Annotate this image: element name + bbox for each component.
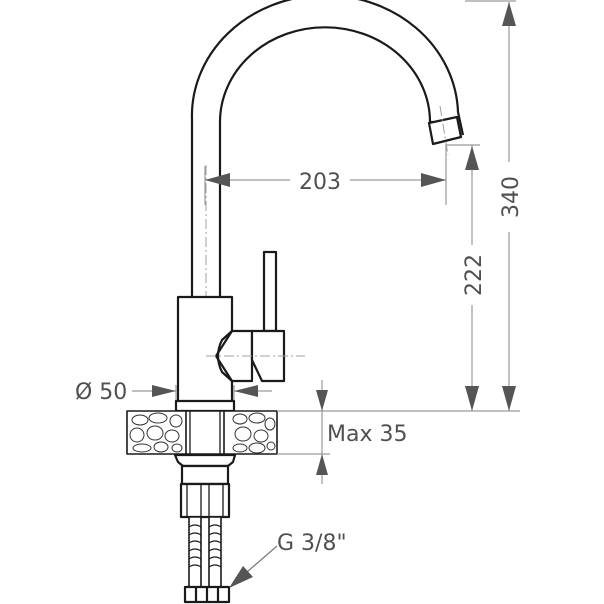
dimension-spout-reach: 203 xyxy=(204,144,447,205)
dimension-total-height: 340 xyxy=(499,2,524,411)
countertop xyxy=(126,410,278,455)
connection-thread-label: G 3/8" xyxy=(277,531,347,556)
leader-connection-thread: G 3/8" xyxy=(229,531,347,588)
dimension-outlet-height: 222 xyxy=(446,144,487,411)
mounting-assembly xyxy=(173,453,237,519)
stone-texture-left xyxy=(129,412,183,453)
dimension-countertop-thickness: Max 35 xyxy=(316,380,407,484)
dimension-base-diameter: Ø 50 xyxy=(75,380,272,405)
lever-handle xyxy=(206,250,305,383)
total-height-label: 340 xyxy=(499,176,524,218)
supply-hoses xyxy=(183,516,231,604)
outlet-height-label: 222 xyxy=(462,254,487,296)
base-diameter-label: Ø 50 xyxy=(75,380,127,405)
countertop-thickness-label: Max 35 xyxy=(327,422,407,447)
spout xyxy=(190,0,465,296)
base-ring xyxy=(174,399,236,413)
aerator xyxy=(427,115,463,146)
spout-reach-label: 203 xyxy=(299,170,341,195)
stone-texture-right xyxy=(232,412,276,454)
